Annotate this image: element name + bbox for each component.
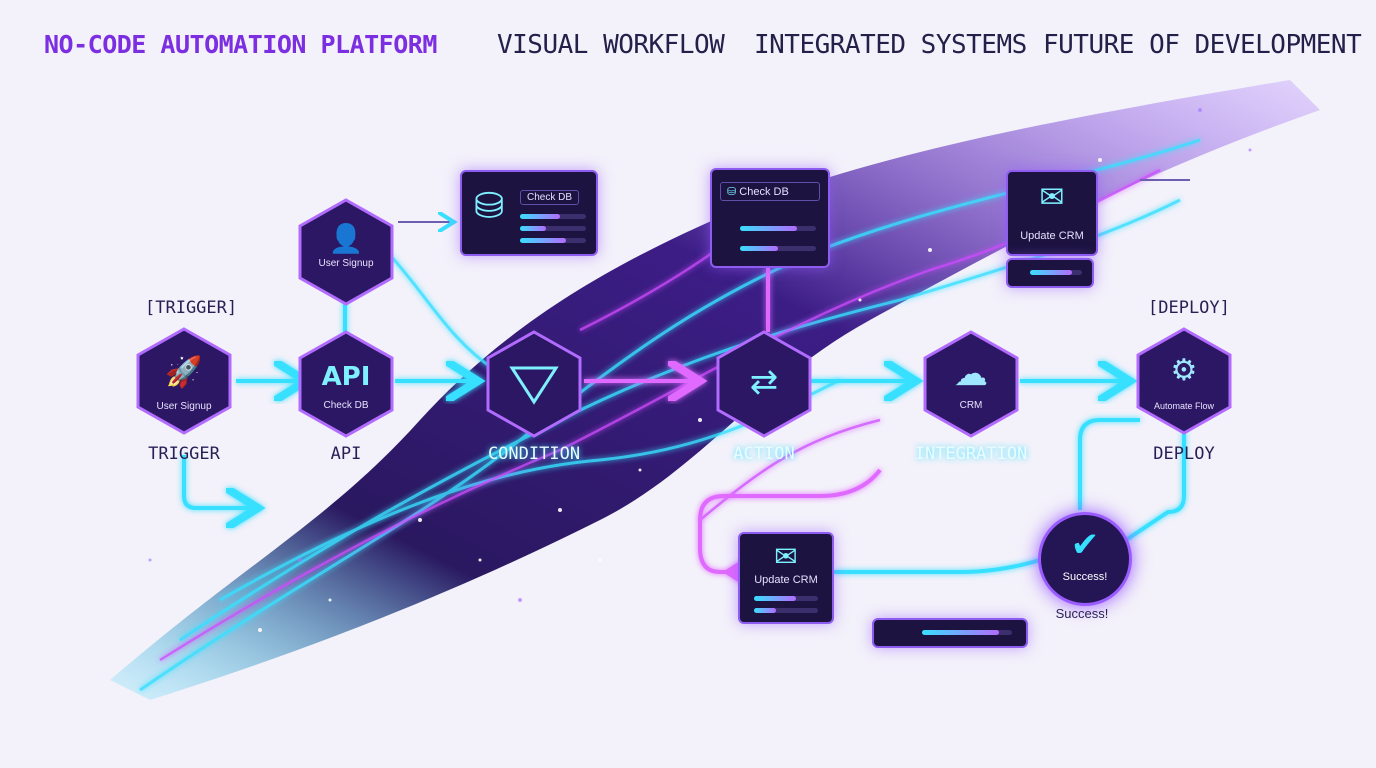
integration-label: INTEGRATION	[914, 444, 1028, 464]
action-label: ACTION	[733, 444, 795, 464]
check-db-bar-1	[520, 214, 586, 219]
trigger-bracket-label: [TRIGGER]	[145, 298, 238, 318]
check-db-panel-top-text: Check DB	[739, 186, 789, 198]
filter-icon	[509, 366, 559, 405]
header-item-integrated-systems: INTEGRATED SYSTEMS	[754, 30, 1027, 60]
api-label: API	[330, 444, 362, 464]
header-item-future-of-development: FUTURE OF DEVELOPMENT	[1043, 30, 1362, 60]
status-pill-bar	[922, 630, 1012, 635]
update-crm-panel-bottom-title: Update CRM	[754, 574, 818, 586]
success-node-text: Success!	[1062, 571, 1108, 583]
cloud-icon: ☁	[954, 354, 988, 394]
condition-label: CONDITION	[487, 444, 581, 464]
envelope-icon: ✉	[774, 540, 798, 573]
api-node[interactable]: API Check DB	[298, 330, 394, 438]
crm-progress-pill	[1006, 258, 1094, 288]
platform-title: NO-CODE AUTOMATION PLATFORM	[44, 30, 437, 59]
api-node-glyph: API	[321, 362, 371, 392]
success-label: Success!	[1055, 606, 1109, 621]
check-db-panel-top-title: ⛁ Check DB	[720, 182, 820, 201]
envelope-icon: ✉	[1039, 180, 1065, 215]
deploy-bracket-label: [DEPLOY]	[1148, 298, 1230, 318]
update-crm-bar-1	[754, 596, 818, 601]
deploy-label: DEPLOY	[1153, 444, 1215, 464]
user-signup-node[interactable]: 👤 User Signup	[298, 198, 394, 306]
condition-node[interactable]	[486, 330, 582, 438]
integration-node-text: CRM	[959, 400, 983, 411]
update-crm-panel-top-title: Update CRM	[1020, 230, 1084, 242]
check-db-top-bar-2	[740, 246, 816, 251]
success-node[interactable]: ✔ Success!	[1038, 512, 1132, 606]
shuffle-icon: ⇄	[749, 362, 779, 402]
rocket-icon: 🚀	[165, 355, 203, 390]
user-icon: 👤	[328, 222, 364, 255]
header-item-visual-workflow: VISUAL WORKFLOW	[497, 30, 725, 60]
trigger-node[interactable]: 🚀 User Signup	[136, 327, 232, 435]
user-signup-node-text: User Signup	[318, 258, 374, 269]
update-crm-panel-bottom[interactable]: ✉ Update CRM	[738, 532, 834, 624]
check-icon: ✔	[1070, 525, 1100, 565]
status-pill	[872, 618, 1028, 648]
integration-node[interactable]: ☁ CRM	[923, 330, 1019, 438]
check-db-panel-small[interactable]: ⛁ Check DB	[460, 170, 598, 256]
check-db-bar-2	[520, 226, 586, 231]
check-db-panel-small-title: Check DB	[520, 190, 580, 205]
update-crm-panel-top[interactable]: ✉ Update CRM	[1006, 170, 1098, 256]
database-icon: ⛁	[727, 186, 737, 198]
deploy-node[interactable]: ⚙ Automate Flow	[1136, 327, 1232, 435]
api-node-text: Check DB	[323, 400, 369, 411]
check-db-bar-3	[520, 238, 586, 243]
check-db-panel-top[interactable]: ⛁ Check DB	[710, 168, 830, 268]
trigger-node-text: User Signup	[156, 401, 212, 412]
trigger-label: TRIGGER	[148, 444, 220, 464]
action-node[interactable]: ⇄	[716, 330, 812, 438]
update-crm-bar-2	[754, 608, 818, 613]
crm-progress-bar	[1030, 270, 1082, 275]
check-db-top-bar-1	[740, 226, 816, 231]
database-icon: ⛁	[474, 186, 505, 227]
deploy-node-text: Automate Flow	[1153, 401, 1215, 411]
gears-icon: ⚙	[1170, 353, 1198, 388]
